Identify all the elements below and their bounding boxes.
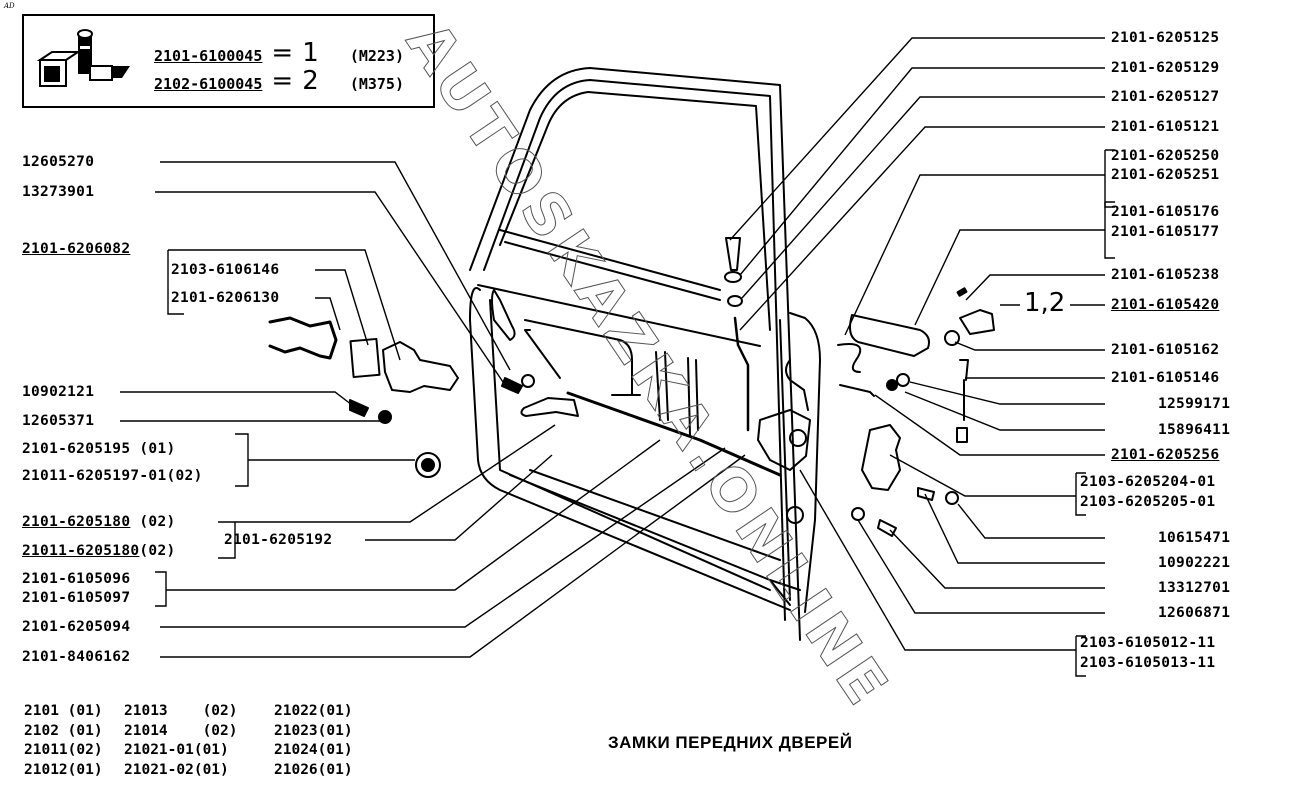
model-cell: 21024(01)	[274, 742, 353, 758]
model-cell: 21011(02)	[24, 742, 103, 758]
model-row: 21011(02) 21021-01(01) 21024(01)	[24, 742, 384, 762]
part-label: 2103-6106146	[171, 262, 280, 278]
part-label: 2101-6205180 (02)	[22, 514, 176, 531]
part-label: 2103-6205205-01	[1080, 494, 1216, 510]
part-label: 2101-6205094	[22, 619, 131, 635]
inner-handle	[520, 397, 579, 417]
part-label: 2101-6105238	[1111, 267, 1220, 283]
part-label: 13273901	[22, 184, 95, 200]
kit-part-number: 2102-6100045	[154, 75, 263, 93]
part-label: 12605371	[22, 413, 95, 429]
part-label: 2101-6205251	[1111, 167, 1220, 183]
inner-lock-mechanism	[382, 341, 459, 393]
watermark-text: AUTOSKAZKA.ONLINE	[393, 10, 904, 721]
kit-note: (M375)	[349, 75, 404, 93]
part-label: 2101-6205125	[1111, 30, 1220, 46]
door-inner-panel	[469, 287, 791, 611]
part-label: 2101-6105420	[1111, 297, 1220, 313]
part-label: 2101-6205250	[1111, 148, 1220, 164]
part-label: 2101-6105146	[1111, 370, 1220, 386]
lock-rod	[733, 316, 750, 432]
part-number: 21011-6205180	[22, 543, 140, 559]
part-label: 2101-6206082	[22, 241, 131, 257]
part-note: (02)	[139, 543, 176, 559]
striker	[861, 424, 901, 491]
lock-button	[725, 237, 741, 271]
model-cell: 2101 (01)	[24, 703, 103, 719]
part-label: 12606871	[1158, 605, 1231, 621]
part-label: 10615471	[1158, 530, 1231, 546]
kit-row: 2102-6100045 = 2 (M375)	[154, 66, 404, 96]
part-label: 2103-6205204-01	[1080, 474, 1216, 490]
part-label: 2101-6105096	[22, 571, 131, 587]
lubricant-kit-icon	[36, 29, 130, 87]
watermark: AUTOSKAZKA.ONLINE	[393, 9, 905, 721]
lock-rod-bent	[268, 316, 338, 360]
part-label: 12599171	[1158, 396, 1231, 412]
model-row: 21012(01) 21021-02(01) 21026(01)	[24, 762, 384, 782]
door-window-frame	[469, 67, 801, 641]
corner-mark: AD	[4, 2, 15, 10]
part-label: 10902221	[1158, 555, 1231, 571]
part-label: 2101-6205129	[1111, 60, 1220, 76]
part-label: 2101-6105162	[1111, 342, 1220, 358]
lock-cylinder	[959, 309, 995, 335]
model-cell: 21013 (02)	[124, 703, 238, 719]
diagram-title: ЗАМКИ ПЕРЕДНИХ ДВЕРЕЙ	[608, 733, 853, 752]
part-label: 10902121	[22, 384, 95, 400]
part-label: 13312701	[1158, 580, 1231, 596]
variant-numbers: 1,2	[1024, 288, 1066, 318]
kit-note: (M223)	[349, 47, 404, 65]
kit-equals: =	[271, 66, 294, 96]
part-note: (02)	[130, 514, 176, 530]
model-applicability-table: 2101 (01) 21013 (02) 21022(01) 2102 (01)…	[24, 703, 384, 781]
part-label: 2101-8406162	[22, 649, 131, 665]
model-row: 2102 (01) 21014 (02) 21023(01)	[24, 723, 384, 743]
model-cell: 21014 (02)	[124, 722, 238, 739]
model-cell: 21021-01(01)	[124, 742, 229, 758]
part-label: 21011-6205180(02)	[22, 543, 176, 560]
part-label: 2101-6205195 (01)	[22, 441, 176, 457]
kit-equals: =	[271, 38, 294, 68]
part-label: 2101-6206130	[171, 290, 280, 306]
model-cell: 21021-02(01)	[124, 761, 229, 778]
part-label: 2101-6105121	[1111, 119, 1220, 135]
pull-rod	[959, 359, 969, 421]
control-rod	[566, 391, 782, 477]
kit-quantity: 2	[302, 66, 319, 96]
model-cell: 21026(01)	[274, 761, 353, 778]
model-row: 2101 (01) 21013 (02) 21022(01)	[24, 703, 384, 723]
model-cell: 21023(01)	[274, 722, 353, 739]
door-lock	[757, 409, 811, 471]
model-cell: 21022(01)	[274, 703, 353, 719]
lubricant-kit-box: 2101-6100045 = 1 (M223) 2102-6100045 = 2…	[22, 14, 435, 108]
screw	[349, 399, 369, 417]
kit-part-number: 2101-6100045	[154, 47, 263, 65]
part-label: 2103-6105012-11	[1080, 635, 1216, 651]
part-label: 2101-6105097	[22, 590, 131, 606]
model-cell: 21012(01)	[24, 761, 103, 778]
kit-row: 2101-6100045 = 1 (M223)	[154, 38, 404, 68]
part-label: 15896411	[1158, 422, 1231, 438]
part-label: 12605270	[22, 154, 95, 170]
kit-quantity: 1	[302, 38, 319, 68]
model-cell: 2102 (01)	[24, 722, 103, 739]
outer-handle	[849, 314, 930, 357]
lock-plate	[349, 337, 381, 379]
part-label: 2101-6205192	[224, 532, 333, 548]
door-end-face	[789, 312, 821, 613]
part-label: 21011-6205197-01(02)	[22, 468, 203, 484]
part-label: 2101-6205256	[1111, 447, 1220, 463]
part-label: 2101-6105176	[1111, 204, 1220, 220]
part-number: 2101-6205180	[22, 514, 131, 530]
part-label: 2101-6205127	[1111, 89, 1220, 105]
part-label: 2101-6105177	[1111, 224, 1220, 240]
part-label: 2103-6105013-11	[1080, 655, 1216, 671]
